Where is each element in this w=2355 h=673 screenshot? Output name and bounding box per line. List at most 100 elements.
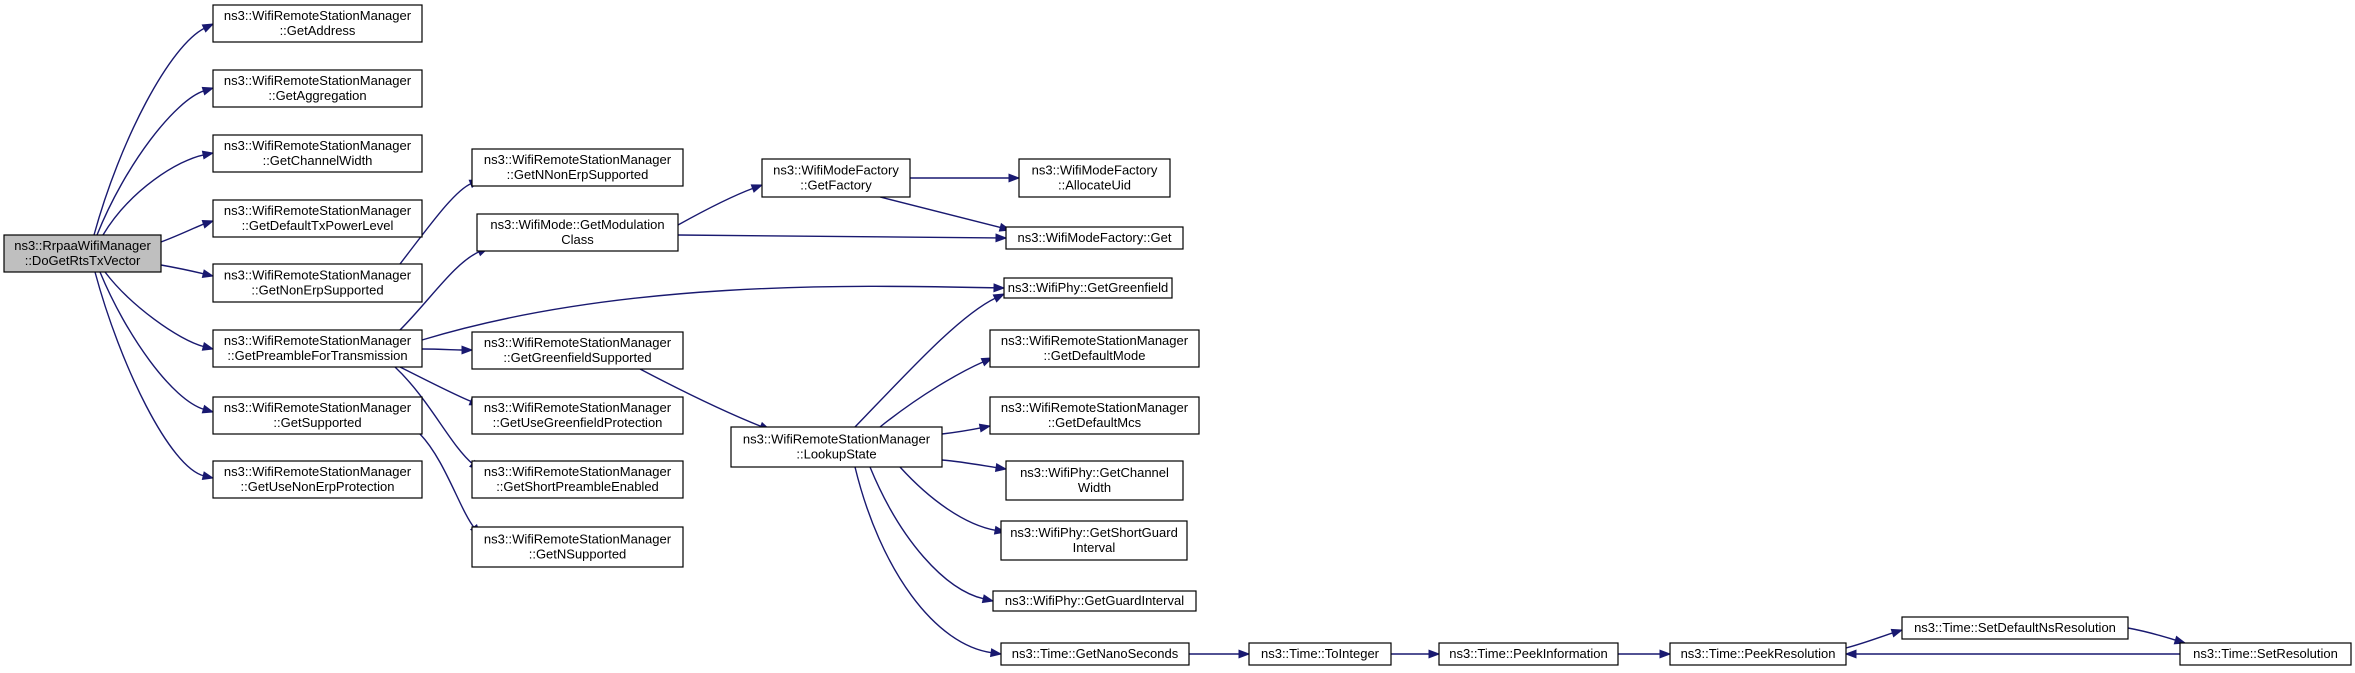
node-get-use-non-erp-protection[interactable]: ns3::WifiRemoteStationManager::GetUseNon… <box>212 460 423 499</box>
node-label-line: ns3::Time::ToInteger <box>1261 646 1380 661</box>
edge-lookup-state-to-get-short-guard-interval <box>899 466 1007 535</box>
node-allocate-uid[interactable]: ns3::WifiModeFactory::AllocateUid <box>1018 158 1171 198</box>
node-get-n-non-erp-supported[interactable]: ns3::WifiRemoteStationManager::GetNNonEr… <box>471 148 684 187</box>
node-label-line: ::GetAggregation <box>268 88 366 103</box>
edge-root-to-get-preamble-for-transmission <box>104 271 215 351</box>
node-get-preamble-for-transmission[interactable]: ns3::WifiRemoteStationManager::GetPreamb… <box>212 329 423 368</box>
edge-line <box>899 466 997 532</box>
node-get-address[interactable]: ns3::WifiRemoteStationManager::GetAddres… <box>212 4 423 43</box>
edge-line <box>96 90 205 236</box>
node-box <box>1018 158 1171 198</box>
node-label-line: ::GetPreambleForTransmission <box>227 348 407 363</box>
node-label-line: ns3::WifiModeFactory <box>1032 163 1158 178</box>
node-label-line: ns3::WifiRemoteStationManager <box>484 152 672 167</box>
arrowhead-icon <box>201 23 215 33</box>
node-get-n-supported[interactable]: ns3::WifiRemoteStationManager::GetNSuppo… <box>471 526 684 568</box>
edge-line <box>93 27 206 236</box>
edge-get-factory-to-factory-get <box>879 196 1012 232</box>
node-get-guard-interval[interactable]: ns3::WifiPhy::GetGuardInterval <box>992 590 1197 612</box>
node-get-greenfield[interactable]: ns3::WifiPhy::GetGreenfield <box>1003 277 1173 299</box>
node-set-resolution[interactable]: ns3::Time::SetResolution <box>2179 642 2352 666</box>
node-get-default-tx-power-level[interactable]: ns3::WifiRemoteStationManager::GetDefaul… <box>212 199 423 238</box>
node-label-line: ns3::WifiPhy::GetChannel <box>1020 465 1169 480</box>
node-box <box>1901 616 2129 640</box>
node-to-integer[interactable]: ns3::Time::ToInteger <box>1248 642 1392 666</box>
nodes-layer: ns3::RrpaaWifiManager::DoGetRtsTxVectorn… <box>3 4 2352 666</box>
node-label-line: ns3::WifiModeFactory::Get <box>1018 230 1172 245</box>
edge-get-nano-seconds-to-to-integer <box>1189 649 1251 659</box>
node-box <box>476 213 679 252</box>
arrowhead-icon <box>461 345 474 355</box>
arrowhead-icon <box>978 423 992 433</box>
node-get-greenfield-supported[interactable]: ns3::WifiRemoteStationManager::GetGreenf… <box>471 331 684 370</box>
node-get-use-greenfield-protection[interactable]: ns3::WifiRemoteStationManager::GetUseGre… <box>471 396 684 435</box>
edge-line <box>1845 632 1894 649</box>
node-label-line: ::GetFactory <box>800 178 872 193</box>
node-peek-information[interactable]: ns3::Time::PeekInformation <box>1438 642 1619 666</box>
arrowhead-icon <box>201 150 215 160</box>
edge-line <box>941 459 998 469</box>
arrowhead-icon <box>981 594 995 604</box>
node-box <box>992 590 1197 612</box>
node-label-line: ns3::WifiRemoteStationManager <box>484 532 672 547</box>
node-box <box>471 396 684 435</box>
node-get-short-preamble-enabled[interactable]: ns3::WifiRemoteStationManager::GetShortP… <box>471 460 684 499</box>
node-label-line: ::GetAddress <box>280 23 356 38</box>
edge-lookup-state-to-get-guard-interval <box>869 466 995 604</box>
node-lookup-state[interactable]: ns3::WifiRemoteStationManager::LookupSta… <box>730 426 943 468</box>
node-get-default-mode[interactable]: ns3::WifiRemoteStationManager::GetDefaul… <box>989 329 1200 368</box>
node-get-channel-width[interactable]: ns3::WifiRemoteStationManager::GetChanne… <box>212 134 423 173</box>
node-label-line: ns3::WifiPhy::GetGuardInterval <box>1005 593 1184 608</box>
edge-line <box>879 360 985 428</box>
node-box <box>1003 277 1173 299</box>
node-get-nano-seconds[interactable]: ns3::Time::GetNanoSeconds <box>1000 642 1190 666</box>
node-label-line: ns3::WifiRemoteStationManager <box>224 138 412 153</box>
node-label-line: ns3::Time::GetNanoSeconds <box>1012 646 1179 661</box>
node-label-line: Class <box>561 232 594 247</box>
node-label-line: ns3::WifiRemoteStationManager <box>224 268 412 283</box>
node-label-line: ns3::WifiRemoteStationManager <box>484 464 672 479</box>
node-root[interactable]: ns3::RrpaaWifiManager::DoGetRtsTxVector <box>3 234 162 273</box>
arrowhead-icon <box>1844 649 1857 659</box>
node-get-supported[interactable]: ns3::WifiRemoteStationManager::GetSuppor… <box>212 396 423 435</box>
node-set-default-ns-resolution[interactable]: ns3::Time::SetDefaultNsResolution <box>1901 616 2129 640</box>
edge-get-preamble-for-transmission-to-get-greenfield-supported <box>421 345 474 355</box>
node-get-non-erp-supported[interactable]: ns3::WifiRemoteStationManager::GetNonErp… <box>212 263 423 303</box>
node-label-line: ::GetGreenfieldSupported <box>503 350 651 365</box>
node-label-line: ns3::WifiRemoteStationManager <box>1001 333 1189 348</box>
node-get-default-mcs[interactable]: ns3::WifiRemoteStationManager::GetDefaul… <box>989 396 1200 435</box>
node-peek-resolution[interactable]: ns3::Time::PeekResolution <box>1669 642 1847 666</box>
node-box <box>471 331 684 370</box>
node-label-line: Width <box>1078 480 1111 495</box>
node-get-aggregation[interactable]: ns3::WifiRemoteStationManager::GetAggreg… <box>212 69 423 108</box>
node-label-line: Interval <box>1073 540 1116 555</box>
node-label-line: ns3::WifiMode::GetModulation <box>490 217 664 232</box>
node-label-line: ::DoGetRtsTxVector <box>25 253 141 268</box>
edge-lookup-state-to-get-nano-seconds <box>854 466 1003 658</box>
node-label-line: ns3::WifiRemoteStationManager <box>224 464 412 479</box>
edge-get-supported-to-get-n-supported <box>419 433 481 537</box>
node-label-line: ns3::Time::SetResolution <box>2193 646 2338 661</box>
node-label-line: ::GetNNonErpSupported <box>507 167 649 182</box>
edge-get-preamble-for-transmission-to-get-greenfield <box>421 283 1006 341</box>
arrowhead-icon <box>1238 649 1251 659</box>
edge-line <box>399 366 472 403</box>
node-get-factory[interactable]: ns3::WifiModeFactory::GetFactory <box>761 158 911 198</box>
edge-line <box>94 271 205 477</box>
node-label-line: ::GetNSupported <box>529 547 627 562</box>
edge-line <box>421 348 464 351</box>
node-label-line: ::GetUseGreenfieldProtection <box>493 415 663 430</box>
arrowhead-icon <box>994 463 1008 472</box>
node-phy-get-channel-width[interactable]: ns3::WifiPhy::GetChannelWidth <box>1005 460 1184 501</box>
edge-root-to-get-channel-width <box>102 150 215 236</box>
node-factory-get[interactable]: ns3::WifiModeFactory::Get <box>1005 226 1184 250</box>
node-label-line: ::GetDefaultTxPowerLevel <box>242 218 394 233</box>
node-box <box>1005 226 1184 250</box>
edge-root-to-get-use-non-erp-protection <box>94 271 215 481</box>
edge-line <box>677 187 754 226</box>
node-box <box>1005 460 1184 501</box>
edge-lookup-state-to-get-default-mode <box>879 357 994 428</box>
node-label-line: ns3::WifiPhy::GetGreenfield <box>1008 280 1168 295</box>
